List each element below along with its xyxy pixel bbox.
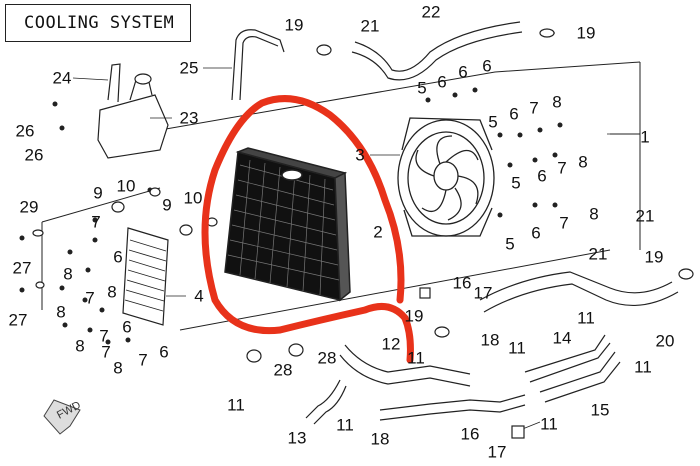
rubber-parts bbox=[32, 28, 694, 439]
callout-11: 11 bbox=[540, 414, 558, 434]
callout-6: 6 bbox=[159, 342, 169, 362]
callout-7: 7 bbox=[529, 98, 539, 118]
callout-25: 25 bbox=[179, 58, 199, 78]
callout-6: 6 bbox=[458, 62, 468, 82]
callout-27: 27 bbox=[12, 258, 32, 278]
hoses bbox=[231, 21, 679, 425]
callout-11: 11 bbox=[336, 415, 354, 435]
callout-10: 10 bbox=[116, 176, 136, 196]
callout-6: 6 bbox=[482, 56, 492, 76]
callout-18: 18 bbox=[480, 330, 500, 350]
callout-19: 19 bbox=[284, 15, 304, 35]
assembly-frame-left bbox=[41, 187, 161, 223]
callout-10: 10 bbox=[183, 188, 203, 208]
callout-26: 26 bbox=[15, 121, 35, 141]
oil-cooler bbox=[122, 227, 169, 326]
callout-17: 17 bbox=[473, 283, 493, 303]
callout-28: 28 bbox=[317, 348, 337, 368]
callout-4: 4 bbox=[194, 286, 204, 306]
callout-27: 27 bbox=[8, 310, 28, 330]
callout-8: 8 bbox=[113, 358, 123, 378]
callout-13: 13 bbox=[287, 428, 307, 448]
callout-15: 15 bbox=[590, 400, 610, 420]
callout-6: 6 bbox=[531, 223, 541, 243]
callout-8: 8 bbox=[578, 152, 588, 172]
assembly-frame-top bbox=[159, 61, 641, 131]
callout-1: 1 bbox=[640, 127, 650, 147]
callout-8: 8 bbox=[107, 282, 117, 302]
callout-7: 7 bbox=[85, 288, 95, 308]
callout-24: 24 bbox=[52, 68, 72, 88]
callout-19: 19 bbox=[404, 306, 424, 326]
radiator bbox=[224, 147, 351, 302]
callout-19: 19 bbox=[576, 23, 596, 43]
callout-5: 5 bbox=[417, 78, 427, 98]
callout-7: 7 bbox=[557, 158, 567, 178]
callout-8: 8 bbox=[63, 264, 73, 284]
cooling-fan bbox=[397, 117, 495, 237]
callout-9: 9 bbox=[93, 183, 103, 203]
callout-28: 28 bbox=[273, 360, 293, 380]
callout-11: 11 bbox=[634, 357, 652, 377]
callout-16: 16 bbox=[460, 424, 480, 444]
diagram-title: COOLING SYSTEM bbox=[5, 4, 191, 42]
callout-21: 21 bbox=[588, 244, 608, 264]
callout-6: 6 bbox=[122, 317, 132, 337]
callout-22: 22 bbox=[421, 2, 441, 22]
callout-14: 14 bbox=[552, 328, 572, 348]
callout-18: 18 bbox=[370, 429, 390, 449]
callout-8: 8 bbox=[552, 92, 562, 112]
callout-11: 11 bbox=[577, 308, 595, 328]
callout-23: 23 bbox=[179, 108, 199, 128]
callout-6: 6 bbox=[113, 247, 123, 267]
callout-11: 11 bbox=[407, 348, 425, 368]
callout-11: 11 bbox=[227, 395, 245, 415]
callout-6: 6 bbox=[509, 104, 519, 124]
callout-5: 5 bbox=[505, 234, 515, 254]
callout-5: 5 bbox=[511, 173, 521, 193]
callout-3: 3 bbox=[355, 145, 365, 165]
callout-20: 20 bbox=[655, 331, 675, 351]
callout-17: 17 bbox=[487, 442, 507, 462]
callout-7: 7 bbox=[138, 350, 148, 370]
callout-7: 7 bbox=[101, 342, 111, 362]
callout-21: 21 bbox=[360, 16, 380, 36]
callout-7: 7 bbox=[559, 213, 569, 233]
forward-arrow-icon bbox=[43, 399, 81, 435]
callout-6: 6 bbox=[537, 166, 547, 186]
callout-11: 11 bbox=[508, 338, 526, 358]
callout-2: 2 bbox=[373, 222, 383, 242]
callout-19: 19 bbox=[644, 247, 664, 267]
callout-5: 5 bbox=[488, 112, 498, 132]
callout-26: 26 bbox=[24, 145, 44, 165]
callout-8: 8 bbox=[56, 302, 66, 322]
callout-7: 7 bbox=[99, 326, 109, 346]
callout-16: 16 bbox=[452, 273, 472, 293]
callout-6: 6 bbox=[437, 72, 447, 92]
callout-21: 21 bbox=[635, 206, 655, 226]
callout-7: 7 bbox=[91, 212, 101, 232]
callout-8: 8 bbox=[589, 204, 599, 224]
callout-12: 12 bbox=[381, 334, 401, 354]
callout-8: 8 bbox=[75, 336, 85, 356]
expansion-tank bbox=[97, 63, 169, 159]
red-highlight-stroke bbox=[201, 95, 414, 364]
callout-29: 29 bbox=[19, 197, 39, 217]
callout-9: 9 bbox=[162, 195, 172, 215]
